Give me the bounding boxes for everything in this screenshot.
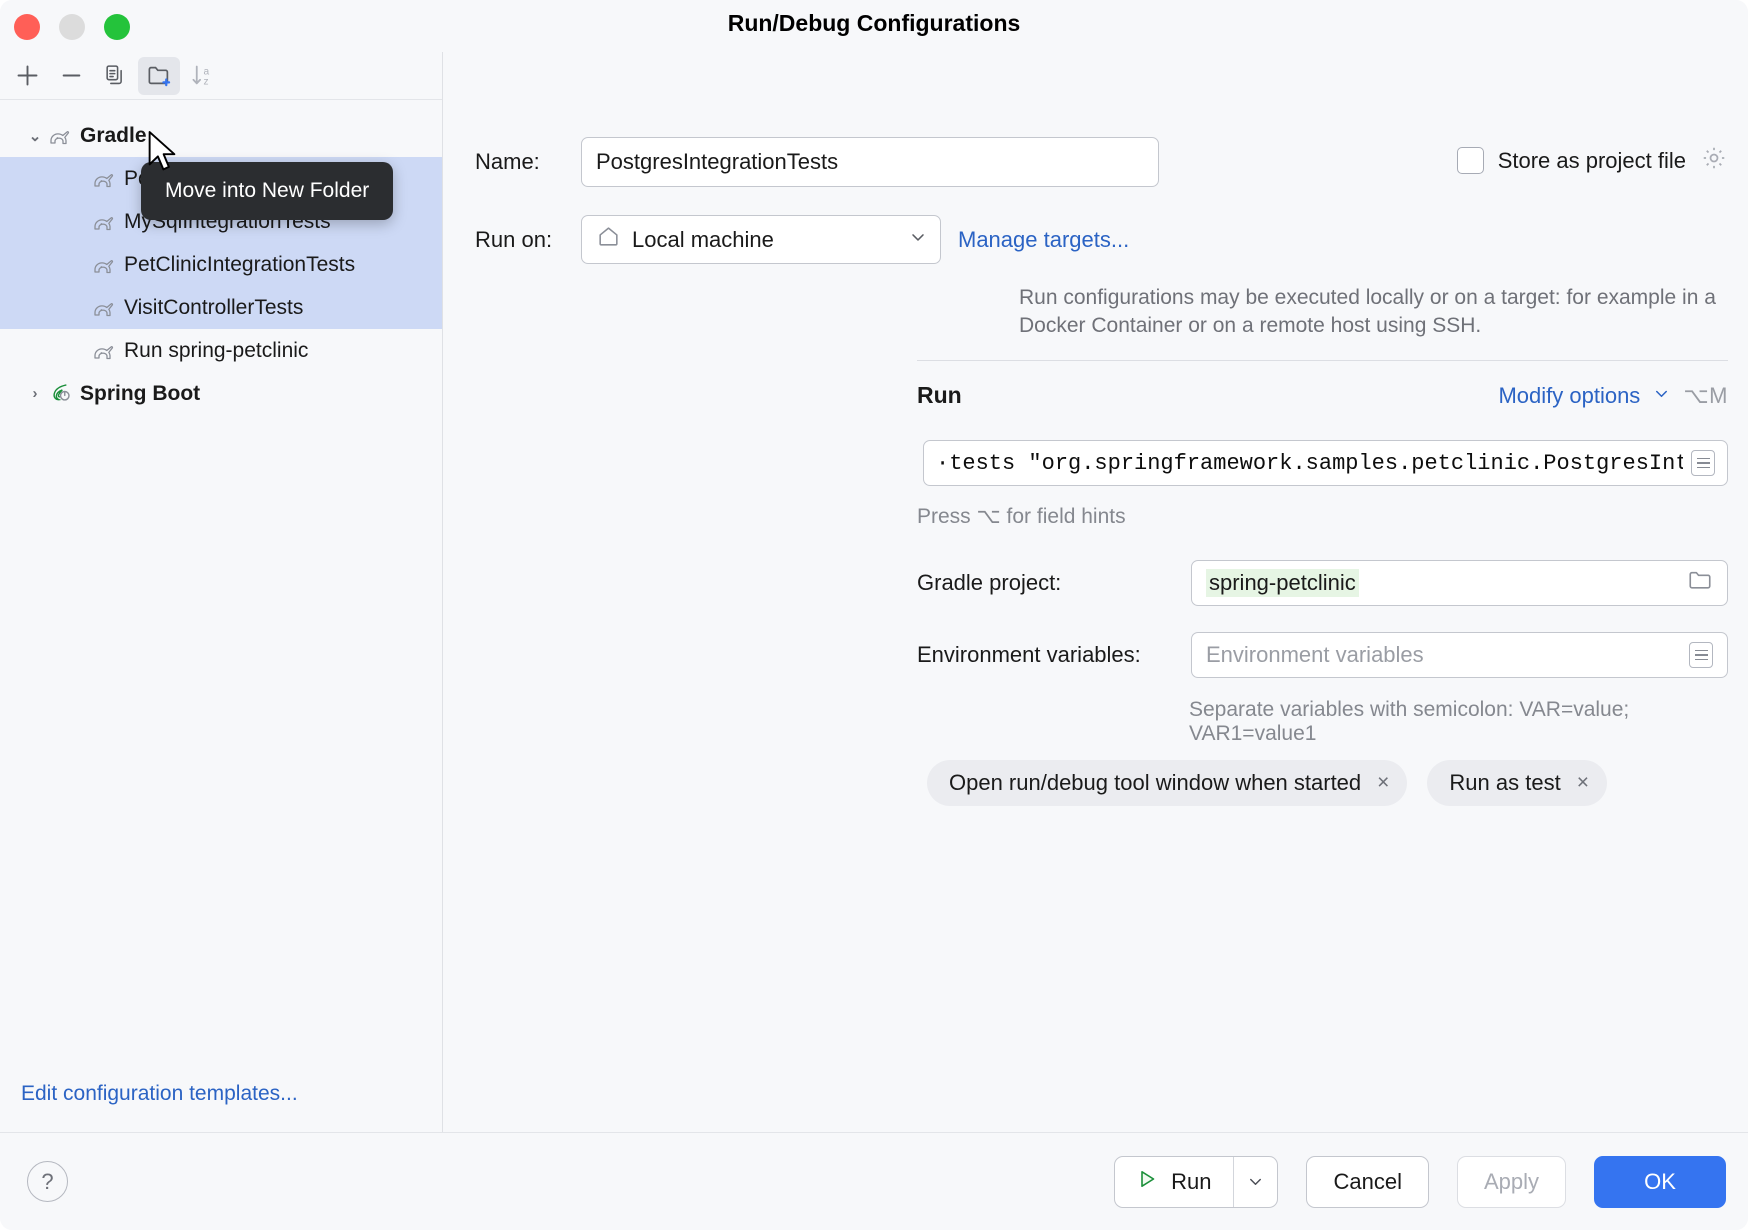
gradle-project-input[interactable]: spring-petclinic [1191,560,1728,606]
chip-open-tool-window[interactable]: Open run/debug tool window when started … [927,760,1408,806]
modify-options-shortcut: ⌥M [1683,382,1728,408]
tree-node-label: Run spring-petclinic [124,339,309,362]
tree-node-run-spring-petclinic[interactable]: Run spring-petclinic [0,329,442,372]
name-row: Name: PostgresIntegrationTests [475,137,1705,187]
target-hint-text: Run configurations may be executed local… [1019,286,1716,338]
run-on-dropdown[interactable]: Local machine [581,215,941,264]
store-as-project-file-checkbox[interactable] [1456,147,1484,174]
edit-configuration-templates-link[interactable]: Edit configuration templates... [21,1082,298,1105]
remove-configuration-button[interactable] [50,57,92,95]
chevron-down-icon[interactable] [1652,384,1671,408]
tree-node-petclinicintegrationtests[interactable]: PetClinicIntegrationTests [0,243,442,286]
environment-variables-hint: Separate variables with semicolon: VAR=v… [1189,698,1630,745]
gradle-icon [92,297,118,319]
expand-editor-icon[interactable] [1691,450,1715,476]
option-chips: Open run/debug tool window when started … [927,760,1607,806]
tooltip-move-into-new-folder: Move into New Folder [141,162,394,220]
modify-options-group[interactable]: Modify options ⌥M [1498,383,1728,409]
sort-alphabetically-icon[interactable]: a z [182,57,224,95]
run-section-title: Run [917,382,962,408]
footer-buttons: Run Cancel Apply OK [1114,1155,1726,1208]
environment-variables-placeholder: Environment variables [1206,642,1424,667]
cancel-button[interactable]: Cancel [1306,1155,1429,1208]
run-command-input[interactable]: ·tests "org.springframework.samples.petc… [923,440,1728,486]
help-button[interactable]: ? [27,1161,68,1202]
dialog-footer: ? Run Cancel Apply [0,1132,1748,1230]
apply-button: Apply [1456,1155,1566,1208]
store-as-project-file-label: Store as project file [1497,147,1686,173]
configurations-toolbar: a z [0,52,442,100]
gradle-icon [48,125,74,147]
run-on-value: Local machine [632,226,774,252]
chip-run-as-test[interactable]: Run as test × [1427,760,1607,806]
expand-editor-icon[interactable] [1689,642,1713,668]
dialog-title: Run/Debug Configurations [727,10,1021,36]
title-bar: Run/Debug Configurations [0,0,1748,52]
tree-node-label: VisitControllerTests [124,296,304,319]
close-window-button[interactable] [14,14,40,40]
gradle-project-value: spring-petclinic [1206,569,1359,597]
gradle-project-label: Gradle project: [917,570,1062,595]
ok-button[interactable]: OK [1594,1155,1726,1208]
environment-variables-label: Environment variables: [917,642,1141,667]
svg-text:a: a [203,66,209,77]
svg-text:z: z [203,77,208,88]
chip-label: Run as test [1449,770,1561,795]
gradle-icon [92,211,118,233]
gradle-icon [92,340,118,362]
add-configuration-button[interactable] [6,57,48,95]
run-section-header: Run Modify options ⌥M [917,382,1728,409]
configurations-panel: a z ⌄ Gradle [0,52,443,1132]
minimize-window-button[interactable] [59,14,85,40]
run-button-label: Run [1171,1168,1212,1194]
field-hints-text: Press ⌥ for field hints [917,505,1126,528]
move-into-new-folder-icon[interactable] [138,56,180,95]
tree-node-label: Gradle [80,124,147,147]
play-icon [1135,1167,1159,1197]
chevron-right-icon[interactable]: › [32,385,38,402]
run-button[interactable]: Run [1114,1155,1279,1208]
window-controls [14,14,130,40]
tree-node-label: PetClinicIntegrationTests [124,253,356,276]
run-on-row: Run on: Local machine [475,215,1129,264]
dialog-body: a z ⌄ Gradle [0,52,1748,1132]
environment-variables-input[interactable]: Environment variables [1191,632,1728,678]
gradle-icon [92,254,118,276]
chevron-down-icon[interactable] [908,227,928,253]
run-dropdown-button[interactable] [1233,1156,1277,1207]
name-input[interactable]: PostgresIntegrationTests [581,137,1159,187]
name-label: Name: [475,149,540,174]
run-on-label: Run on: [475,226,553,252]
tree-node-gradle[interactable]: ⌄ Gradle [0,114,442,157]
copy-configuration-icon[interactable] [94,57,136,95]
gear-icon[interactable] [1700,144,1728,177]
maximize-window-button[interactable] [104,14,130,40]
chip-label: Open run/debug tool window when started [949,770,1362,795]
tree-node-visitcontrollertests[interactable]: VisitControllerTests [0,286,442,329]
close-icon[interactable]: × [1377,771,1390,794]
modify-options-link[interactable]: Modify options [1498,382,1641,408]
environment-variables-row: Environment variables: Environment varia… [917,632,1728,678]
configuration-editor-panel: Name: PostgresIntegrationTests Store as … [443,52,1748,1132]
store-as-project-file-row[interactable]: Store as project file [1456,144,1728,177]
folder-icon[interactable] [1687,567,1713,599]
gradle-icon [92,168,118,190]
manage-targets-link[interactable]: Manage targets... [958,226,1130,252]
close-icon[interactable]: × [1576,771,1589,794]
configurations-tree[interactable]: ⌄ Gradle [0,100,442,1132]
tree-node-label: Spring Boot [80,382,201,405]
run-command-value: ·tests "org.springframework.samples.petc… [936,450,1683,476]
spring-boot-icon [48,383,74,405]
tree-node-spring-boot[interactable]: › Spring Boot [0,372,442,415]
home-icon [596,224,621,255]
section-divider [917,360,1728,361]
chevron-down-icon[interactable]: ⌄ [28,127,42,145]
gradle-project-row: Gradle project: spring-petclinic [917,560,1728,606]
